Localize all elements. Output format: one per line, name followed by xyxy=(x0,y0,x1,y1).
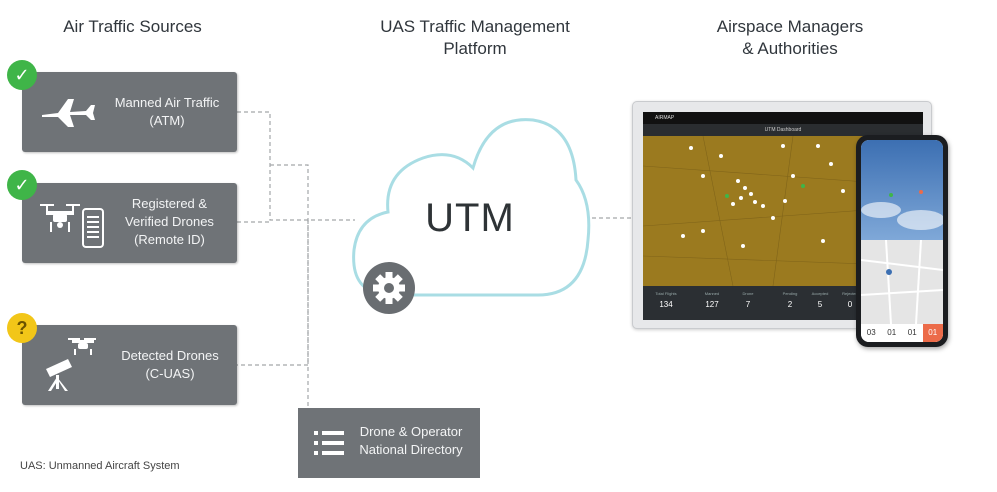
phone-stat: 03 xyxy=(866,328,876,337)
gear-badge xyxy=(363,262,415,314)
smartphone-device: 03 01 01 01 xyxy=(856,135,948,347)
source-registered-label: Registered & Verified Drones (Remote ID) xyxy=(125,196,214,247)
tablet-title: UTM Dashboard xyxy=(643,124,923,136)
list-icon xyxy=(314,431,344,455)
source-manned-label: Manned Air Traffic (ATM) xyxy=(114,95,220,128)
heading-air-traffic-sources: Air Traffic Sources xyxy=(63,17,202,36)
heading-airspace-managers: Airspace Managers & Authorities xyxy=(716,17,864,58)
heading-utm-platform: UAS Traffic Management Platform xyxy=(380,17,570,58)
phone-stat: 01 xyxy=(907,328,917,337)
phone-stat: 01 xyxy=(887,328,897,337)
directory-label: Drone & Operator National Directory xyxy=(359,424,463,457)
check-badge-icon: ✓ xyxy=(7,170,37,200)
source-detected-label: Detected Drones (C-UAS) xyxy=(121,348,219,381)
tablet-brand: AIRMAP xyxy=(643,112,923,124)
phone-clouds xyxy=(861,190,943,230)
question-badge-icon: ? xyxy=(7,313,37,343)
utm-cloud xyxy=(352,118,591,297)
phone-map xyxy=(861,239,943,325)
phone-map-streets xyxy=(861,239,943,325)
phone-sky-view xyxy=(861,140,943,240)
smartphone-icon xyxy=(82,208,104,248)
drone-operator-directory: Drone & Operator National Directory xyxy=(298,408,480,478)
drone-icon xyxy=(40,204,80,232)
airplane-icon xyxy=(42,99,95,127)
source-manned-air-traffic: Manned Air Traffic (ATM) xyxy=(22,72,237,152)
phone-stat-alert: 01 xyxy=(922,324,943,342)
gear-icon xyxy=(373,272,405,304)
utm-label: UTM xyxy=(425,196,515,240)
footnote: UAS: Unmanned Aircraft System xyxy=(20,460,180,472)
phone-screen: 03 01 01 01 xyxy=(861,140,943,342)
radar-telescope-icon xyxy=(46,338,96,391)
check-badge-icon: ✓ xyxy=(7,60,37,90)
phone-stats-bar: 03 01 01 01 xyxy=(861,324,943,342)
